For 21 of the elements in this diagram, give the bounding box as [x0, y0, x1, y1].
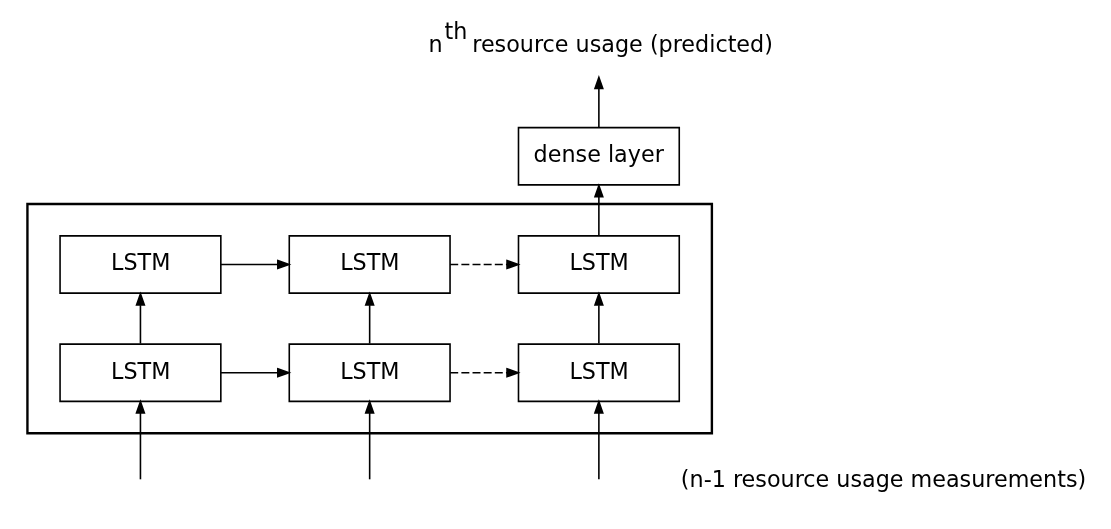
node-box: LSTM	[288, 343, 451, 403]
label: (n-1 resource usage measurements)	[680, 465, 1087, 492]
arrow	[593, 183, 604, 237]
node-box: LSTM	[59, 235, 222, 294]
arrow	[593, 75, 604, 128]
arrow	[449, 259, 521, 270]
arrow	[135, 291, 146, 345]
arrow	[135, 399, 146, 481]
node-box: LSTM	[517, 343, 681, 403]
node-box: LSTM	[517, 235, 681, 294]
arrow	[220, 367, 292, 378]
node-box: LSTM	[288, 235, 451, 294]
node-box: dense layer	[517, 126, 681, 186]
cluster	[26, 202, 714, 435]
arrow	[449, 367, 521, 378]
arrow	[593, 291, 604, 345]
arrow	[364, 291, 375, 345]
arrow	[593, 399, 604, 481]
arrow	[364, 399, 375, 481]
arrow	[220, 259, 292, 270]
node-box: LSTM	[59, 343, 222, 403]
